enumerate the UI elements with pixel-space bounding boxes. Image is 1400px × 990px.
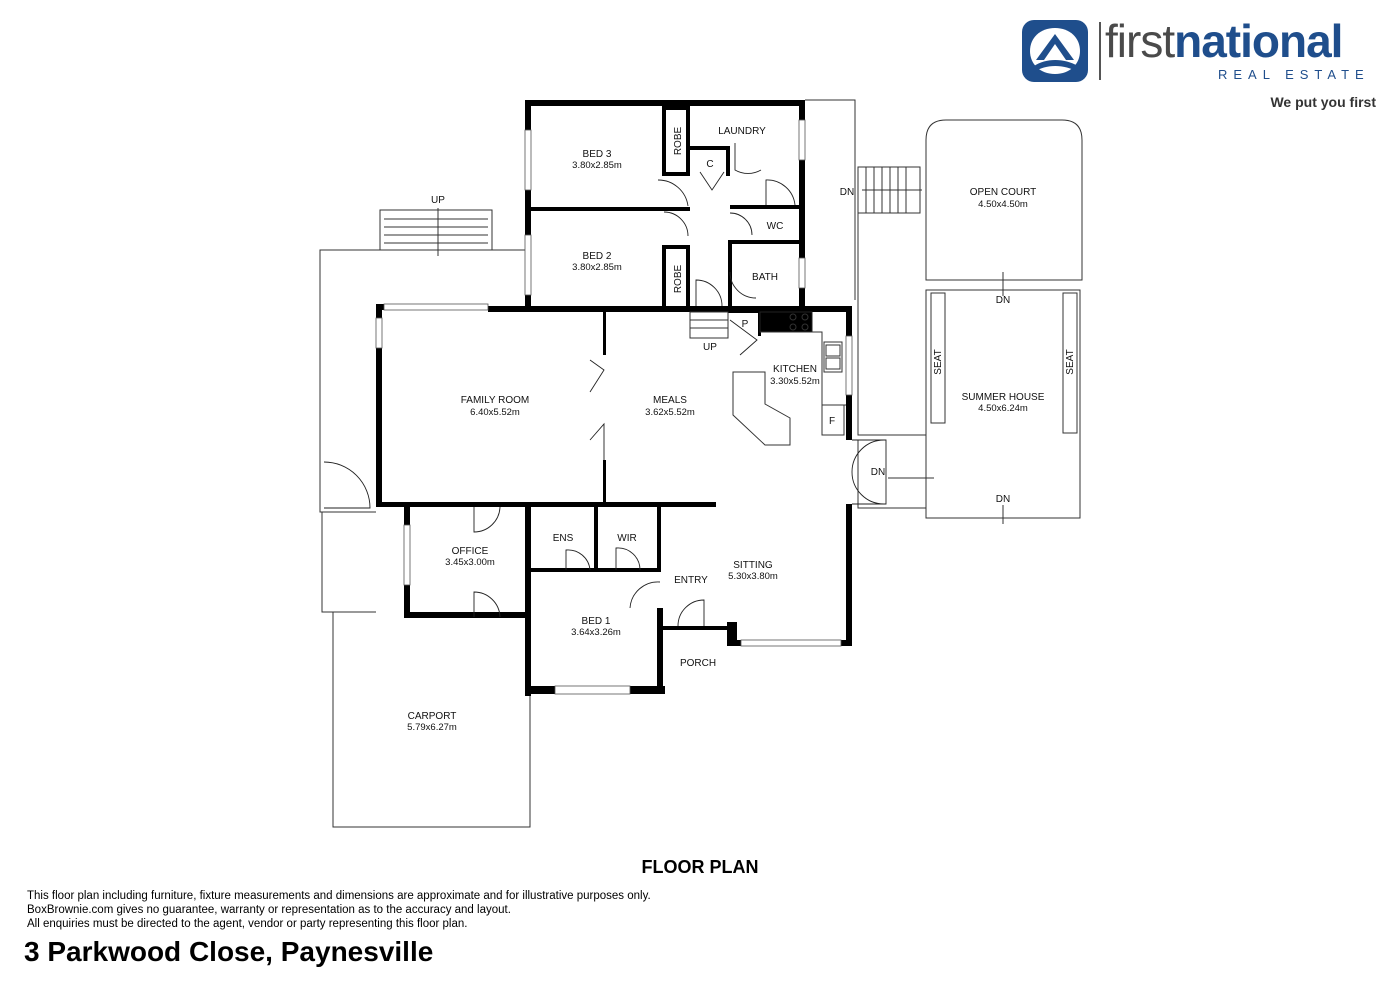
- room-bed3-name: BED 3: [583, 149, 612, 160]
- deck-outline: [319, 208, 527, 613]
- court-outline: [857, 119, 1083, 524]
- seat-right-label: SEAT: [1065, 349, 1076, 374]
- side-walkway: [805, 99, 926, 436]
- room-p-name: P: [742, 319, 749, 330]
- room-bed1-name: BED 1: [582, 616, 611, 627]
- stair-dn-bottom-label: DN: [996, 494, 1010, 505]
- brand-name-first: first: [1105, 15, 1175, 67]
- room-kitchen-size: 3.30x5.52m: [770, 376, 820, 387]
- seat-left-label: SEAT: [933, 349, 944, 374]
- room-bed1-size: 3.64x3.26m: [571, 627, 621, 638]
- stair-dn-top-label: DN: [840, 187, 854, 198]
- room-wc-name: WC: [767, 221, 784, 232]
- stair-dn-court-label: DN: [996, 295, 1010, 306]
- brand-logo: firstnational REAL ESTATE We put you fir…: [1022, 15, 1376, 112]
- room-office-name: OFFICE: [452, 546, 489, 557]
- disclaimer-line-2: BoxBrownie.com gives no guarantee, warra…: [27, 904, 511, 916]
- windows: [375, 119, 853, 695]
- room-bath-name: BATH: [752, 272, 778, 283]
- brand-name-national: national: [1174, 15, 1343, 67]
- hall-stairs: [689, 311, 729, 339]
- room-robe2-name: ROBE: [673, 265, 684, 294]
- stair-dn-side-label: DN: [871, 467, 885, 478]
- walls: [376, 100, 852, 696]
- room-family-size: 6.40x5.52m: [470, 407, 520, 418]
- room-office-size: 3.45x3.00m: [445, 557, 495, 568]
- room-summer-house-size: 4.50x6.24m: [978, 403, 1028, 414]
- logo-divider: [1099, 22, 1101, 80]
- room-meals-size: 3.62x5.52m: [645, 407, 695, 418]
- room-sitting-name: SITTING: [733, 560, 773, 571]
- room-sitting-size: 5.30x3.80m: [728, 571, 778, 582]
- room-carport-name: CARPORT: [408, 711, 457, 722]
- room-entry-name: ENTRY: [674, 575, 708, 586]
- room-meals-name: MEALS: [653, 395, 687, 406]
- room-kitchen-name: KITCHEN: [773, 364, 817, 375]
- plan-title: FLOOR PLAN: [641, 857, 759, 877]
- doors: [323, 143, 887, 627]
- room-laundry-name: LAUNDRY: [718, 126, 766, 137]
- room-summer-house-name: SUMMER HOUSE: [962, 392, 1045, 403]
- carport-outline: [332, 612, 531, 828]
- first-national-emblem-icon: [1022, 20, 1088, 82]
- room-labels: BED 3 3.80x2.85m ROBE LAUNDRY C WC BED 2…: [407, 126, 1076, 733]
- room-ens-name: ENS: [553, 533, 574, 544]
- room-wir-name: WIR: [617, 533, 636, 544]
- stair-up-hall-label: UP: [703, 342, 717, 353]
- room-f-name: F: [829, 416, 835, 427]
- room-bed2-name: BED 2: [583, 251, 612, 262]
- disclaimer-line-3: All enquiries must be directed to the ag…: [27, 918, 468, 930]
- room-family-name: FAMILY ROOM: [461, 395, 530, 406]
- brand-subtitle: REAL ESTATE: [1218, 67, 1370, 82]
- room-open-court-name: OPEN COURT: [970, 187, 1037, 198]
- disclaimer-line-1: This floor plan including furniture, fix…: [27, 890, 651, 902]
- kitchen-fixtures: [732, 313, 846, 446]
- room-porch-name: PORCH: [680, 658, 716, 669]
- room-c-name: C: [706, 159, 713, 170]
- room-bed3-size: 3.80x2.85m: [572, 160, 622, 171]
- room-carport-size: 5.79x6.27m: [407, 722, 457, 733]
- property-address: 3 Parkwood Close, Paynesville: [24, 936, 434, 967]
- room-robe1-name: ROBE: [673, 127, 684, 156]
- room-bed2-size: 3.80x2.85m: [572, 262, 622, 273]
- room-open-court-size: 4.50x4.50m: [978, 199, 1028, 210]
- brand-tagline: We put you first: [1270, 94, 1376, 110]
- brand-name: firstnational: [1105, 14, 1343, 68]
- stair-up-deck-label: UP: [431, 195, 445, 206]
